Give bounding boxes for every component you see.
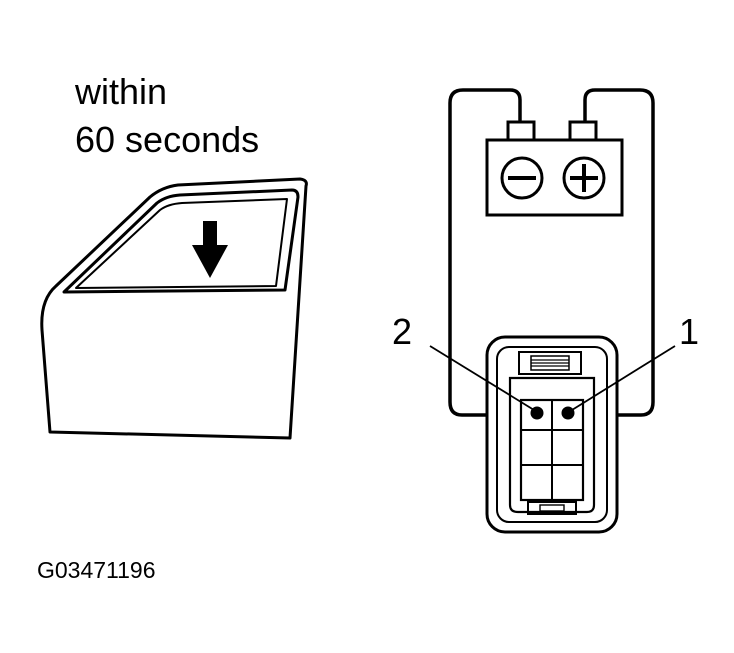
connector: [485, 335, 619, 534]
connector-bottom-latch-inner: [539, 504, 565, 512]
pin-label-1: 1: [679, 311, 700, 352]
minus-terminal-icon: [500, 156, 544, 200]
pin-label-2: 2: [392, 311, 413, 352]
down-arrow-icon: [192, 221, 228, 278]
instruction-line-2: 60 seconds: [75, 119, 260, 160]
test-lead-wire: [448, 88, 655, 417]
car-door: [40, 177, 308, 440]
plus-terminal-icon: [562, 156, 606, 200]
instruction-line-1: within: [75, 71, 168, 112]
leader-line-2: [429, 345, 535, 411]
negative-post: [506, 120, 536, 142]
connector-body: [508, 376, 596, 514]
door-outline: [40, 177, 308, 440]
positive-post: [568, 120, 598, 142]
connector-lock-tab: [518, 351, 582, 375]
door-window-frame: [62, 188, 300, 294]
terminal-1: [561, 406, 575, 420]
connector-bottom-latch: [527, 501, 577, 515]
leader-line-1: [571, 345, 676, 411]
connector-housing-inner: [496, 346, 608, 523]
door-window-glass: [75, 198, 288, 289]
figure-code: G03471196: [37, 557, 156, 583]
battery: [485, 120, 624, 217]
